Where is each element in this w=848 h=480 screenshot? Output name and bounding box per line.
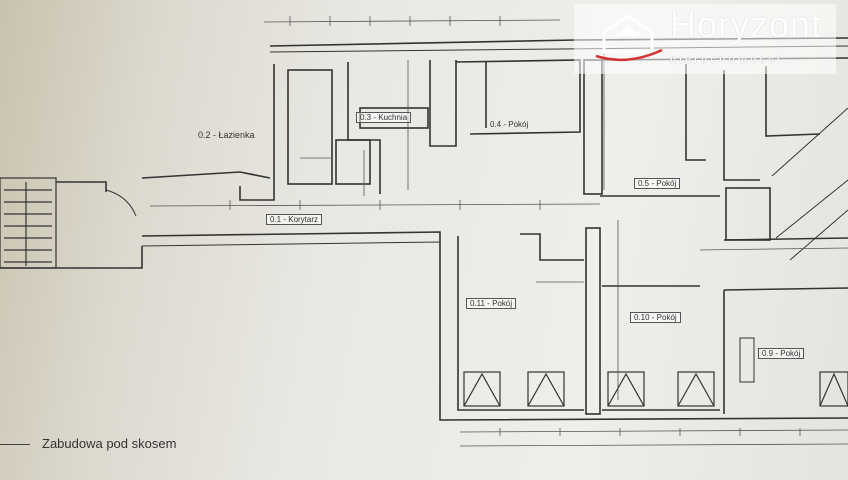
room-label-room-011: 0.11 - Pokój — [466, 298, 517, 309]
room-label-corridor: 0.1 - Korytarz — [266, 214, 323, 225]
legend-label: Zabudowa pod skosem — [42, 436, 177, 451]
room-label-room-04: 0.4 - Pokój — [490, 120, 529, 129]
room-label-room-05: 0.5 - Pokój — [634, 178, 681, 189]
watermark-subtitle-text: nieruchomości — [670, 54, 783, 66]
staircase — [0, 177, 57, 269]
room-label-room-09: 0.9 - Pokój — [758, 348, 805, 359]
legend-line-sample — [0, 444, 30, 445]
room-label-bathroom: 0.2 - Łazienka — [198, 130, 255, 140]
room-label-room-010: 0.10 - Pokój — [630, 312, 681, 323]
watermark-brand: Horyzont — [670, 4, 823, 45]
room-label-kitchen: 0.3 - Kuchnia — [356, 112, 412, 123]
watermark-logo: Horyzont nieruchomości — [574, 4, 836, 74]
house-logo-icon — [595, 14, 663, 62]
legend: Zabudowa pod skosem — [0, 432, 260, 456]
watermark-subtitle: nieruchomości — [670, 54, 783, 66]
